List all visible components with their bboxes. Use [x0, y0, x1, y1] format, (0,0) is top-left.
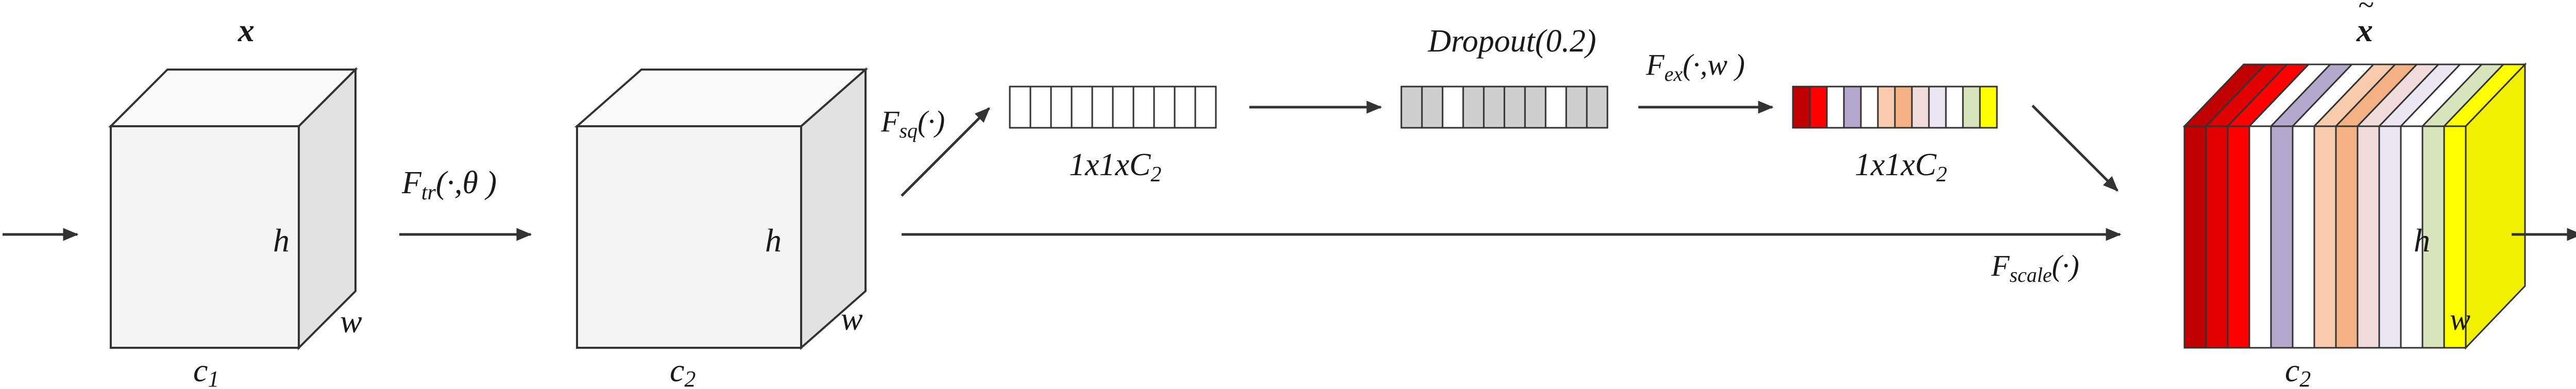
output-slab-front	[2313, 125, 2337, 349]
dropout-vector-cell	[1400, 86, 1423, 129]
excitation-vector-cell	[1860, 86, 1879, 129]
input-w-label: w	[340, 303, 362, 340]
excitation-to-output-arrow	[2031, 105, 2119, 192]
output-c-label: c2	[2285, 352, 2311, 389]
output-h-label: h	[2414, 222, 2430, 259]
output-slab-front	[2205, 125, 2229, 349]
output-slab-front	[2378, 125, 2402, 349]
output-x-label: x	[2356, 12, 2373, 48]
excitation-vector-cell	[1826, 86, 1845, 129]
squeeze-vector-cell	[1009, 86, 1031, 129]
output-cube-side	[2465, 62, 2526, 350]
middle-w-label: w	[841, 300, 863, 337]
output-slab-front	[2335, 125, 2359, 349]
output-tilde: ~	[2358, 0, 2374, 21]
input-cube	[108, 67, 358, 350]
squeeze-vector-cell	[1071, 86, 1093, 129]
squeeze-vector-label: 1x1xC2	[1069, 147, 1161, 187]
fsq-label: Fsq(·)	[880, 105, 945, 142]
dropout-label: Dropout(0.2)	[1428, 24, 1597, 59]
squeeze-vector-cell	[1029, 86, 1052, 129]
input-cube-front	[110, 125, 300, 349]
excitation-vector-cell	[1962, 86, 1981, 129]
excitation-vector-cell	[1911, 86, 1930, 129]
output-slab-front	[2183, 125, 2207, 349]
dropout-vector-cell	[1503, 86, 1526, 129]
excitation-vector-cell	[1843, 86, 1862, 129]
dropout-vector-cell	[1483, 86, 1505, 129]
squeeze-vector-cell	[1153, 86, 1176, 129]
middle-cube-front	[576, 125, 802, 349]
squeeze-vector-cell	[1050, 86, 1073, 129]
input-c-label: c1	[193, 352, 219, 389]
dropout-vector	[1400, 86, 1608, 129]
squeeze-vector	[1009, 86, 1217, 129]
excitation-vector	[1792, 86, 1998, 129]
output-slab-front	[2421, 125, 2445, 349]
dropout-vector-cell	[1462, 86, 1485, 129]
excitation-vector-cell	[1877, 86, 1896, 129]
output-cube-side-shade	[2466, 64, 2525, 348]
output-slab-front	[2270, 125, 2294, 349]
dropout-vector-cell	[1586, 86, 1608, 129]
squeeze-vector-cell	[1091, 86, 1114, 129]
dropout-vector-cell	[1524, 86, 1547, 129]
input-h-label: h	[273, 222, 290, 259]
output-cube	[2182, 62, 2527, 350]
output-w-label: w	[2450, 302, 2470, 336]
excitation-vector-cell	[1792, 86, 1811, 129]
middle-h-label: h	[765, 222, 782, 259]
input-x-label: x	[238, 12, 255, 48]
excitation-vector-label: 1x1xC2	[1855, 147, 1947, 187]
excitation-vector-cell	[1945, 86, 1964, 129]
fsq-arrow	[901, 107, 990, 197]
squeeze-vector-cell	[1132, 86, 1155, 129]
middle-c-label: c2	[670, 352, 696, 389]
fscale-label: Fscale(·)	[1991, 249, 2079, 286]
excitation-vector-cell	[1809, 86, 1828, 129]
squeeze-vector-cell	[1112, 86, 1134, 129]
fex-label: Fex(·,w )	[1646, 48, 1745, 86]
excitation-vector-cell	[1979, 86, 1998, 129]
output-slab-front	[2292, 125, 2315, 349]
ftr-label: Ftr(·,θ )	[401, 165, 497, 205]
dropout-vector-cell	[1545, 86, 1567, 129]
output-slab-front	[2248, 125, 2272, 349]
squeeze-vector-cell	[1194, 86, 1217, 129]
excitation-vector-cell	[1894, 86, 1913, 129]
dropout-vector-cell	[1565, 86, 1588, 129]
excitation-vector-cell	[1928, 86, 1947, 129]
output-slab-front	[2227, 125, 2250, 349]
squeeze-vector-cell	[1174, 86, 1196, 129]
output-slab-front	[2357, 125, 2380, 349]
middle-cube	[574, 67, 869, 350]
dropout-vector-cell	[1421, 86, 1444, 129]
dropout-vector-cell	[1442, 86, 1464, 129]
